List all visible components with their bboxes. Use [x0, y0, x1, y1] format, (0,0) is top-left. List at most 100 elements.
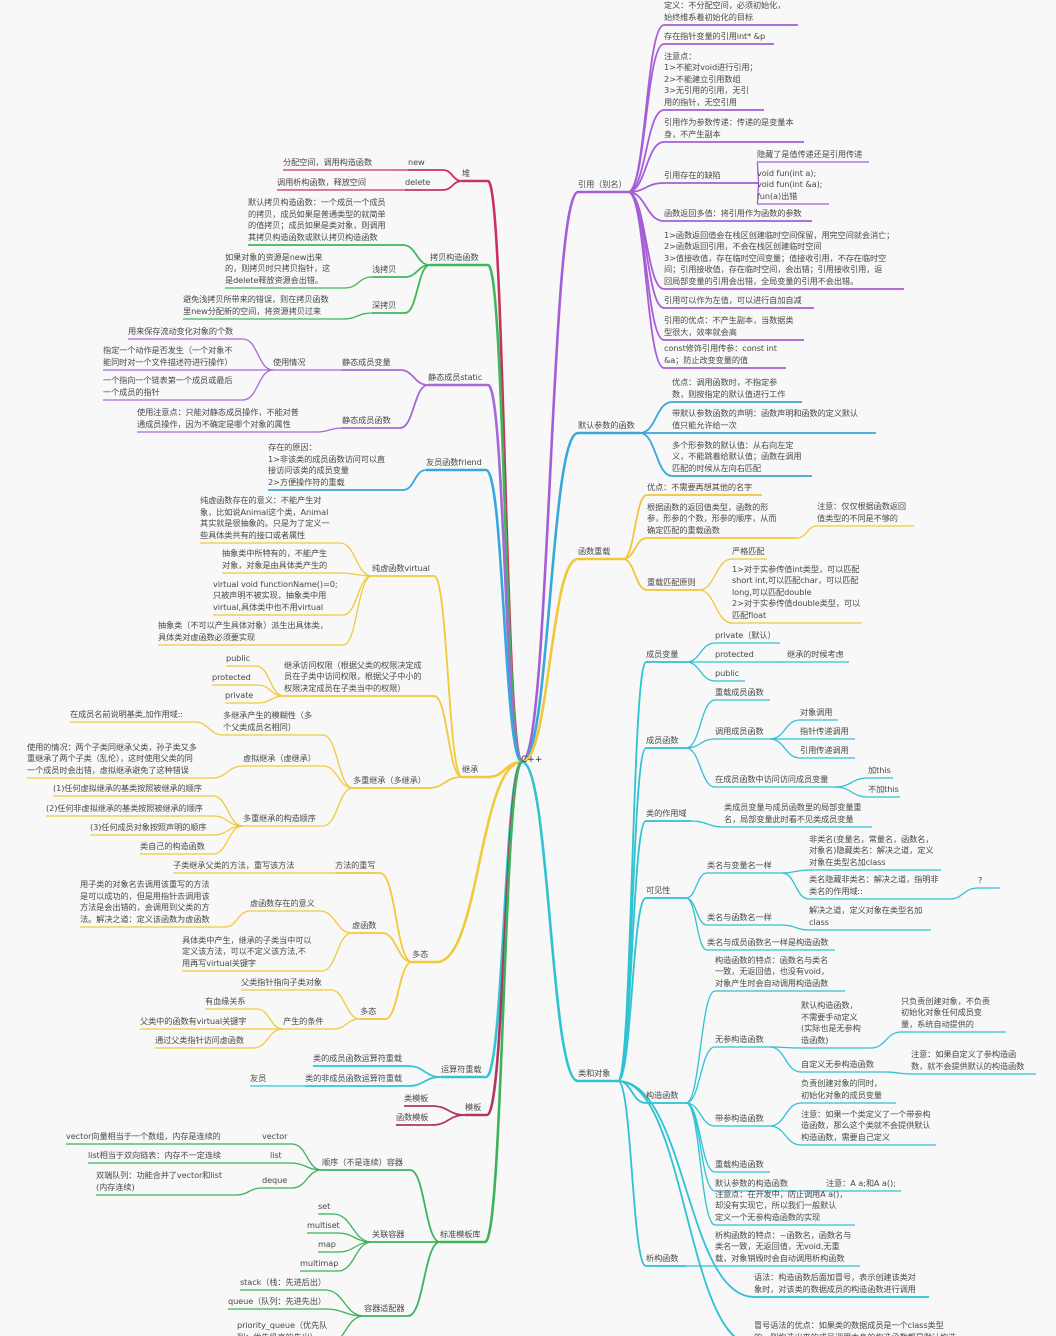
- mindmap-node: 自定义无参构造函数: [801, 1058, 874, 1069]
- mindmap-node: stack（栈：先进后出）: [240, 1276, 326, 1287]
- mindmap-node: 函数模板: [396, 1111, 429, 1122]
- mindmap-node: public: [715, 667, 740, 678]
- mindmap-node: 构造函数: [646, 1089, 679, 1100]
- mindmap-node: 类名与变量名一样: [707, 859, 772, 870]
- branch-link: [627, 141, 665, 193]
- mindmap-node: new: [408, 156, 425, 167]
- mindmap-node: 构造函数的特点：函数名与类名 一致，无返回值，也没有void， 对象产生时会自动…: [715, 954, 829, 988]
- mindmap-node: 类模板: [404, 1092, 429, 1103]
- mindmap-node: 关联容器: [372, 1228, 405, 1239]
- mindmap-node: 类的非成员函数运算符重载: [305, 1072, 403, 1083]
- branch-link: [321, 932, 353, 972]
- branch-link: [427, 776, 463, 789]
- mindmap-node: 继承的时候考虑: [787, 648, 844, 659]
- branch-link: [685, 1046, 716, 1104]
- mindmap-node: 子类继承父类的方法，重写该方法: [173, 859, 295, 870]
- branch-link: [409, 1169, 441, 1243]
- branch-link: [769, 1046, 802, 1073]
- branch-link: [407, 1076, 442, 1087]
- branch-link: [255, 665, 285, 697]
- mindmap-node: 1>函数返回值会在栈区创建临时空间保留，用完空间就会消亡； 2>函数返回引用，不…: [664, 229, 895, 286]
- mindmap-node: 友员: [250, 1072, 267, 1083]
- branch-link: [252, 1028, 284, 1049]
- branch-link: [433, 575, 463, 778]
- branch-link: [194, 721, 224, 736]
- mindmap-node: list相当于双向链表：内存不一定连续: [88, 1149, 221, 1160]
- mindmap-node: 虚函数存在的意义: [250, 897, 315, 908]
- mindmap-node: 1>对于实参传值int类型，可以匹配 short int,可以匹配char，可以…: [732, 563, 861, 620]
- branch-link: [617, 897, 647, 1082]
- branch-link: [344, 276, 373, 289]
- branch-link: [698, 589, 733, 624]
- mindmap-node: 不加this: [868, 783, 899, 794]
- mindmap-node: const修饰引用传参：const int &a；防止改变变量的值: [664, 343, 777, 365]
- branch-link: [639, 401, 673, 434]
- branch-link: [235, 1187, 263, 1196]
- mindmap-node: (1)任何虚拟继承的基类按照被继承的顺序: [53, 782, 202, 793]
- branch-node: 模板: [465, 1101, 482, 1112]
- mindmap-node: 只负责创建对象，不负责 初始化对象任何成员变 量，系统自动提供的: [901, 995, 990, 1029]
- mindmap-node: void fun(int a); void fun(int &a); fun(a…: [757, 167, 823, 201]
- branch-link: [339, 572, 373, 577]
- mindmap-node: 语法：构造函数后面加冒号，表示创建该类对 象时，对该类的数据成员的构造函数进行调…: [754, 1272, 916, 1294]
- mindmap-node: 抽象类（不可以产生具体对象）派生出具体类， 具体类对虚函数必须要实现: [158, 620, 328, 642]
- branch-node: 多态: [412, 948, 429, 959]
- branch-link: [521, 760, 579, 1083]
- branch-link: [332, 1018, 361, 1030]
- mindmap-node: protected: [212, 671, 251, 682]
- branch-link: [690, 820, 725, 828]
- branch-link: [322, 734, 354, 789]
- branch-link: [622, 558, 648, 591]
- mindmap-node: 使用的情况：两个子类同继承父类，孙子类又多 重继承了两个子类（乱伦），这时使用父…: [27, 741, 197, 775]
- mindmap-node: 父类指针指向子类对象: [241, 976, 322, 987]
- branch-link: [639, 432, 673, 477]
- branch-link: [685, 990, 716, 1104]
- branch-link: [242, 338, 274, 371]
- mindmap-node: 析构函数的特点：~函数名，函数名与 类名一致，无返回值，无void,无重 载，对…: [715, 1229, 852, 1263]
- branch-link: [486, 179, 524, 764]
- mindmap-node: 指定一个动作是否发生（一个对象不 能同时对一个文件描述符进行操作）: [103, 345, 233, 367]
- mindmap-node: 用子类的对象名去调用该重写的方法 是可以成功的，但是用指针去调用该 方法是会出错…: [80, 879, 210, 924]
- branch-link: [342, 312, 373, 320]
- mindmap-node: 解决之道，定义对象在类型名加 class: [809, 905, 923, 927]
- branch-link: [291, 1169, 323, 1189]
- branch-link: [402, 244, 431, 266]
- mindmap-node: 使用情况: [273, 356, 306, 367]
- branch-node: 静态成员static: [428, 371, 483, 382]
- mindmap-node: multiset: [307, 1219, 340, 1230]
- mindmap-node: 严格匹配: [732, 545, 765, 556]
- branch-link: [870, 1031, 902, 1049]
- mindmap-node: 产生的条件: [283, 1015, 324, 1026]
- mindmap-node: 引用的优点：不产生副本，当数据类 型很大，效率就会高: [664, 315, 794, 337]
- mindmap-node: 优点：不需要再想其他的名字: [647, 481, 753, 492]
- branch-link: [781, 924, 810, 931]
- mindmap-node: 析构函数: [646, 1252, 679, 1263]
- mindmap-node: 父类中的函数有virtual关键字: [140, 1015, 247, 1026]
- branch-link: [484, 468, 524, 764]
- branch-link: [257, 695, 285, 704]
- mindmap-node: 容器适配器: [364, 1302, 405, 1313]
- mindmap-node: 类名隐藏非类名：解决之道，指明非 类名的作用域::: [809, 874, 939, 896]
- mindmap-node: 成员函数: [646, 734, 679, 745]
- mindmap-node: 继承访问权限（根据父类的权限决定成 员在子类中访问权限，根据父子中小的 权限决定…: [284, 659, 422, 693]
- mindmap-node: 定义：不分配空间，必须初始化， 始终维系着初始化的目标: [664, 0, 786, 22]
- mindmap-node: ?: [978, 874, 983, 885]
- branch-link: [617, 661, 647, 1082]
- branch-link: [316, 427, 343, 433]
- mindmap-node: priority_queue（优先队 列：优先级高的先出）: [237, 1320, 328, 1336]
- mindmap-node: 多继承产生的模糊性（多 个父类成员名相同）: [223, 710, 312, 732]
- mindmap-node: 存在指针变量的引用int* &p: [664, 30, 766, 41]
- mindmap-node: 非类名(变量名，常量名，函数名， 对象名)隐藏类名：解决之道，定义 对象在类型名…: [809, 833, 934, 867]
- branch-link: [685, 642, 716, 663]
- branch-link: [319, 910, 353, 934]
- branch-link: [402, 469, 427, 491]
- mindmap-node: 有血缘关系: [205, 995, 246, 1006]
- branch-link: [622, 537, 648, 560]
- branch-link: [627, 43, 665, 193]
- mindmap-node: list: [270, 1149, 282, 1160]
- mindmap-node: 类成员变量与成员函数里的局部变量重 名，局部变量此时看不见类成员变量: [724, 802, 862, 824]
- branch-link: [685, 747, 716, 788]
- branch-link: [685, 897, 708, 951]
- branch-link: [337, 1241, 373, 1272]
